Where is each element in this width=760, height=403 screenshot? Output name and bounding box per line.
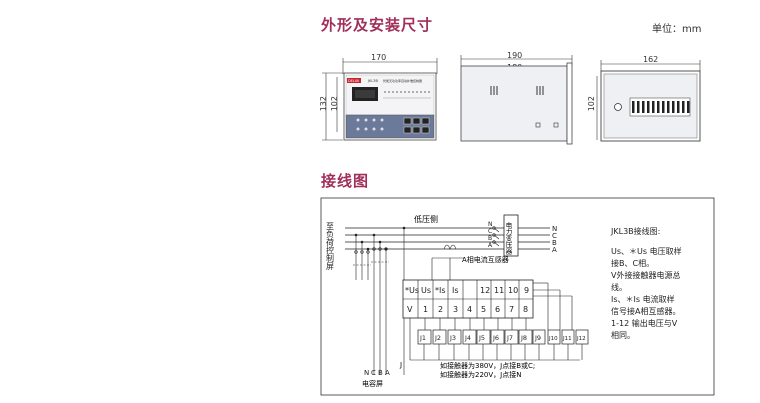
j-point-label: J [399, 361, 402, 369]
back-view [600, 70, 701, 142]
wiring-notes: JKL3B接线图: Us、＊Us 电压取样 接B、C相。 V外接接触器电源总 线… [611, 226, 711, 342]
svg-text:J7: J7 [506, 334, 513, 342]
svg-text:J10: J10 [548, 336, 558, 342]
terminal-block: *Us Us *Is Is 12 11 10 9 V 1 2 3 4 5 6 7… [402, 279, 534, 319]
contactor-labels: J1 J2 J3 J4 J5 J6 J7 J8 J9 J10 J11 J12 [419, 334, 586, 342]
back-dimension-lines [596, 60, 701, 140]
notes-line-4: 线。 [611, 283, 627, 292]
terminal-top-8: 10 [508, 286, 518, 295]
terminal-top-3: *Is [435, 286, 446, 295]
terminal-mid-5: 4 [467, 305, 472, 314]
terminal-mid-8: 7 [509, 305, 514, 314]
side-outer-label: 190 [507, 51, 523, 60]
terminal-top-4: Is [452, 286, 459, 295]
indicator-leds [384, 91, 430, 93]
contactor-return-wires [423, 344, 583, 360]
terminal-top-2: Us [421, 286, 431, 295]
load-switches [353, 228, 405, 375]
caption-text: 智能无功功率自动补偿控制器 [383, 78, 422, 83]
back-terminal-pins [632, 101, 690, 113]
svg-text:J8: J8 [520, 334, 527, 342]
back-knob [614, 103, 622, 111]
svg-text:J11: J11 [562, 336, 572, 342]
phase-labels-bottom: N C B A [364, 369, 390, 377]
transformer-label: 电力变压器 [504, 221, 512, 256]
svg-text:J9: J9 [534, 334, 541, 342]
ct-label: A相电流互感器 [462, 255, 509, 264]
terminal-mid-4: 3 [453, 305, 458, 314]
svg-text:B: B [552, 239, 557, 247]
svg-text:J3: J3 [449, 334, 456, 342]
svg-text:J4: J4 [464, 334, 471, 342]
notes-line-6: 信号接A相互感器。 [611, 307, 681, 316]
svg-text:J6: J6 [492, 334, 499, 342]
svg-text:A: A [552, 246, 557, 254]
output-wires [409, 318, 580, 361]
svg-text:C: C [488, 228, 492, 235]
switch-phase-labels: N C B A [488, 221, 493, 249]
svg-text:J1: J1 [419, 334, 426, 342]
svg-text:A: A [488, 242, 493, 249]
terminal-mid-9: 8 [523, 305, 528, 314]
side-view [460, 62, 573, 145]
svg-text:J2: J2 [434, 334, 441, 342]
extra-output-wires [533, 282, 573, 330]
current-transformer [431, 244, 465, 280]
svg-text:至负荷控制屏: 至负荷控制屏 [326, 222, 335, 271]
wiring-title: 接线图 [321, 172, 370, 190]
unit-label: 单位：mm [652, 24, 702, 35]
terminal-mid-7: 6 [495, 305, 500, 314]
terminal-top-6: 12 [480, 286, 490, 295]
wiring-note-2: 如接触器为220V，J点接N [440, 370, 521, 379]
terminal-mid-3: 2 [438, 305, 443, 314]
notes-line-8: 相同。 [611, 331, 635, 340]
svg-text:B: B [488, 235, 492, 242]
notes-line-1: Us、＊Us 电压取样 [611, 247, 682, 256]
side-vents [490, 86, 544, 95]
model-text: JKL3B [367, 79, 379, 83]
svg-text:N: N [552, 225, 557, 233]
function-keys [403, 117, 430, 134]
front-width-label: 170 [371, 53, 387, 62]
back-width-label: 162 [643, 55, 659, 64]
svg-text:C: C [371, 369, 376, 377]
terminal-top-9: 9 [524, 286, 529, 295]
contactor-boxes [417, 329, 589, 345]
notes-title: JKL3B接线图: [611, 227, 661, 236]
outline-title: 外形及安装尺寸 [321, 16, 434, 34]
terminal-top-1: *Us [405, 286, 419, 295]
terminal-top-7: 11 [494, 286, 504, 295]
notes-line-3: V外接接触器电源总 [611, 271, 681, 280]
panel-buttons [356, 118, 384, 131]
junction-dots [354, 226, 406, 251]
svg-text:N: N [488, 221, 493, 228]
svg-text:J5: J5 [478, 334, 485, 342]
terminal-mid-2: 1 [423, 305, 428, 314]
capacitor-panel-label: 电容屏 [362, 379, 383, 388]
transformer-box [503, 214, 519, 257]
svg-text:C: C [552, 232, 557, 240]
load-panel-label: 至负荷控制屏 [326, 222, 335, 271]
svg-text:B: B [378, 369, 383, 377]
notes-line-7: 1-12 输出电压与V [611, 319, 678, 328]
terminal-mid-1: V [407, 305, 413, 314]
front-panel: DELIXI JKL3B 智能无功功率自动补偿控制器 [343, 72, 437, 141]
terminal-mid-6: 5 [481, 305, 486, 314]
notes-line-2: 接B、C相。 [611, 259, 655, 268]
main-switches [492, 226, 500, 247]
brand-text: DELIXI [348, 79, 359, 83]
svg-text:J12: J12 [576, 336, 586, 342]
low-side-label: 低压侧 [414, 214, 438, 224]
phase-labels-right: N C B A [552, 225, 557, 254]
svg-text:A: A [385, 369, 390, 377]
wiring-diagram: 至负荷控制屏 低压侧 N C B A N C B A 电力变压器 [320, 197, 715, 396]
wiring-note-1: 如接触器为380V，J点接B或C; [440, 361, 535, 370]
front-dimension-lines [322, 58, 438, 141]
notes-line-5: Is、＊Is 电流取样 [611, 295, 675, 304]
brand-logo [347, 78, 361, 83]
svg-text:N: N [364, 369, 369, 377]
back-terminal-block [629, 97, 691, 117]
